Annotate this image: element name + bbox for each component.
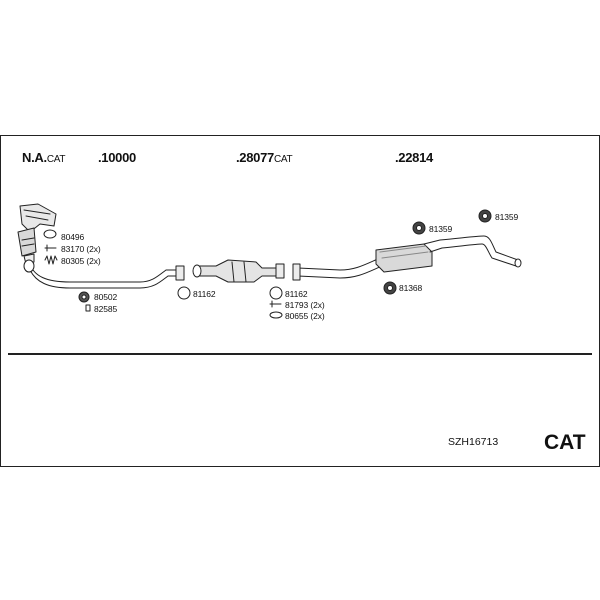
gasket-ring-icon	[177, 286, 191, 300]
catalytic-converter-icon	[192, 259, 285, 283]
code-28077-cat: .28077CAT	[236, 150, 293, 165]
rubber-hanger-icon	[412, 221, 426, 235]
part-81793: 81793 (2x)	[285, 300, 325, 310]
gasket-ring-icon	[269, 311, 283, 319]
part-81162-a: 81162	[193, 289, 216, 299]
set-code: SZH16713	[448, 436, 499, 448]
spring-icon	[44, 255, 58, 265]
rubber-hanger-icon	[383, 281, 397, 295]
front-pipe-icon	[23, 259, 185, 289]
code-10000: .10000	[98, 150, 136, 165]
part-81162-b: 81162	[285, 289, 308, 299]
code-22814: .22814	[395, 150, 433, 165]
part-82585: 82585	[94, 304, 118, 314]
part-80305: 80305 (2x)	[61, 256, 101, 266]
part-80655: 80655 (2x)	[285, 311, 325, 321]
gasket-ring-icon	[43, 229, 57, 239]
rear-muffler-icon	[375, 235, 522, 273]
code-na-cat: N.A.CAT	[22, 150, 66, 165]
part-80496: 80496	[61, 232, 85, 242]
bolt-icon	[269, 300, 282, 308]
type-label: CAT	[544, 431, 586, 454]
clamp-icon	[78, 291, 90, 303]
rubber-hanger-icon	[478, 209, 492, 223]
part-83170: 83170 (2x)	[61, 244, 101, 254]
part-80502: 80502	[94, 292, 118, 302]
part-81359-a: 81359	[429, 224, 453, 234]
gasket-ring-icon	[269, 286, 283, 300]
part-81368: 81368	[399, 283, 423, 293]
nut-icon	[85, 304, 91, 312]
middle-pipe-icon	[292, 257, 383, 281]
section-divider	[8, 353, 592, 355]
exhaust-manifold-icon	[17, 203, 57, 265]
bolt-icon	[44, 244, 57, 252]
part-81359-b: 81359	[495, 212, 519, 222]
